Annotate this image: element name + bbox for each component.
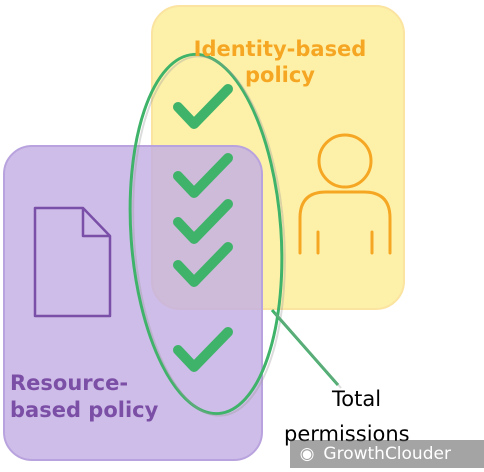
wechat-icon: ◉ [299, 444, 315, 464]
resource-policy-box [3, 145, 263, 461]
check-icon [173, 327, 233, 372]
ellipse-shadow [132, 55, 286, 417]
watermark-text: GrowthClouder [323, 444, 451, 464]
document-icon [33, 206, 112, 318]
total-permissions-label: Total [332, 387, 382, 411]
watermark: ◉ GrowthClouder [290, 440, 484, 468]
resource-policy-label: based policy [10, 398, 159, 422]
check-icon [173, 84, 233, 129]
identity-policy-label: Identity-based [193, 37, 367, 61]
person-icon [298, 133, 392, 255]
check-icon [173, 199, 233, 244]
pointer-line [270, 309, 340, 386]
check-marks [173, 84, 233, 372]
check-icon [173, 153, 233, 198]
identity-policy-label: policy [245, 63, 315, 87]
check-icon [173, 242, 233, 287]
total-permissions-ellipse [128, 52, 284, 416]
resource-policy-label: Resource- [10, 371, 129, 395]
pointer-line-shadow [274, 312, 342, 389]
